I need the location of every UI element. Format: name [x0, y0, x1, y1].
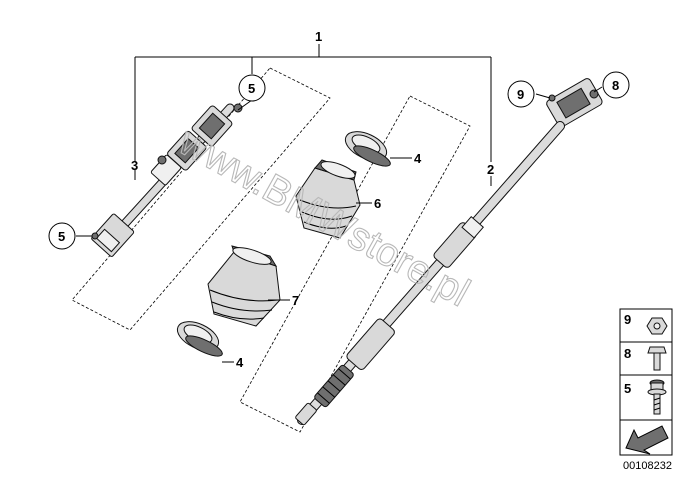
- callout-nut-circle: 9: [507, 80, 535, 108]
- sleeve-lower: [176, 321, 223, 357]
- callout-lower-shaft: 2: [487, 162, 494, 177]
- callout-assembly: 1: [315, 29, 322, 44]
- callout-sleeve-upper: 4: [414, 151, 422, 166]
- diagram-id: 00108232: [623, 460, 672, 472]
- dashed-group-lower: [239, 95, 471, 433]
- callout-hex-bolt: 8: [612, 78, 619, 93]
- callout-screw-upper: 5: [248, 81, 255, 96]
- legend-panel: 9 8 5: [619, 308, 673, 456]
- legend-number-hex-bolt: 8: [624, 346, 631, 361]
- callout-upper-shaft: 3: [131, 158, 138, 173]
- legend-number-torx-screw: 5: [624, 381, 631, 396]
- callout-boot-upper: 6: [374, 196, 381, 211]
- sleeve-upper: [344, 131, 391, 167]
- callout-sleeve-lower: 4: [236, 355, 244, 370]
- navigation-arrow-icon: [625, 425, 669, 455]
- callout-hex-bolt-circle: 8: [602, 71, 630, 99]
- callout-nut: 9: [517, 87, 524, 102]
- boot-upper: [295, 159, 361, 239]
- callout-boot-lower: 7: [292, 293, 299, 308]
- callout-screw-lower: 5: [58, 229, 65, 244]
- lower-steering-shaft: [295, 78, 603, 426]
- callout-screw-upper-circle: 5: [238, 74, 266, 102]
- dashed-group-upper: [71, 67, 331, 331]
- legend-number-nut: 9: [624, 312, 631, 327]
- torx-screw-icon: [647, 379, 667, 415]
- upper-steering-shaft: [91, 103, 243, 257]
- hex-bolt-icon: [647, 346, 667, 371]
- assembly-bracket: [134, 44, 492, 162]
- leader-lines: [76, 86, 603, 363]
- boot-lower: [207, 245, 281, 327]
- hex-nut-icon: [646, 317, 668, 335]
- callout-screw-lower-circle: 5: [48, 222, 76, 250]
